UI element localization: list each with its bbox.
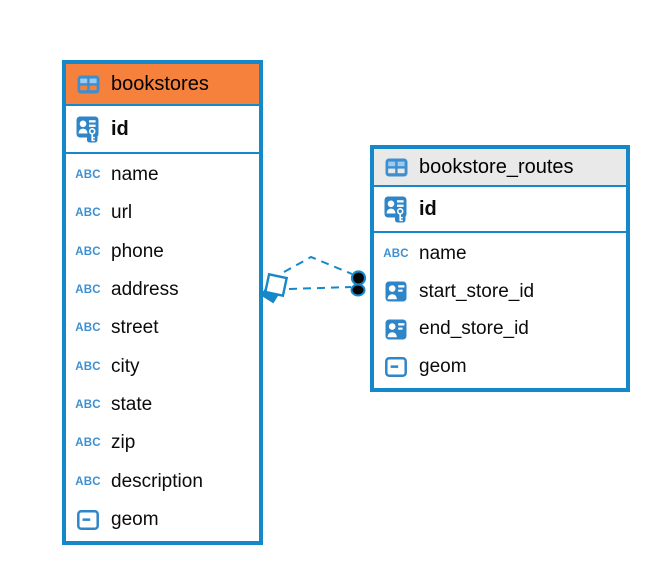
column-row-id[interactable]: id — [66, 106, 259, 154]
table-name: bookstore_routes — [419, 155, 574, 178]
column-label: phone — [111, 240, 164, 262]
relationship-line[interactable] — [260, 255, 367, 304]
column-label: zip — [111, 432, 136, 454]
column-row-end-store-id[interactable]: end_store_id — [374, 311, 626, 349]
text-type-icon: ABC — [75, 245, 101, 258]
text-type-icon: ABC — [75, 207, 101, 220]
column-row-geom[interactable]: geom — [66, 501, 259, 539]
primary-key-icon — [75, 116, 101, 143]
column-label: start_store_id — [419, 280, 535, 302]
column-label: address — [111, 279, 179, 301]
column-list: ABC name start_store_id — [374, 233, 626, 388]
text-type-icon: ABC — [383, 247, 409, 260]
text-type-icon: ABC — [75, 169, 101, 182]
column-row-name[interactable]: ABC name — [66, 156, 259, 194]
column-row-geom[interactable]: geom — [374, 348, 626, 386]
table-bookstore-routes-header[interactable]: bookstore_routes — [374, 149, 626, 187]
text-type-icon: ABC — [75, 437, 101, 450]
column-label: end_store_id — [419, 318, 529, 340]
column-row-name[interactable]: ABC name — [374, 235, 626, 273]
column-list: ABC name ABC url ABC phone ABC address A… — [66, 154, 259, 541]
foreign-key-icon — [383, 281, 409, 302]
column-row-zip[interactable]: ABC zip — [66, 424, 259, 462]
foreign-key-icon — [383, 319, 409, 340]
table-bookstores-header[interactable]: bookstores — [66, 64, 259, 106]
column-label: state — [111, 393, 153, 415]
column-label: description — [111, 470, 203, 492]
table-bookstores[interactable]: bookstores id A — [62, 60, 263, 545]
table-bookstore-routes[interactable]: bookstore_routes id — [370, 145, 630, 392]
column-row-url[interactable]: ABC url — [66, 194, 259, 232]
column-row-state[interactable]: ABC state — [66, 386, 259, 424]
relationship-dot-marker — [350, 270, 367, 297]
column-row-street[interactable]: ABC street — [66, 309, 259, 347]
primary-key-icon — [383, 196, 409, 223]
column-label: geom — [419, 356, 467, 378]
geometry-icon — [75, 509, 101, 530]
column-row-description[interactable]: ABC description — [66, 462, 259, 500]
table-name: bookstores — [111, 72, 209, 95]
column-label: name — [111, 164, 159, 186]
column-label: street — [111, 317, 159, 339]
column-row-id[interactable]: id — [374, 187, 626, 233]
column-row-start-store-id[interactable]: start_store_id — [374, 273, 626, 311]
text-type-icon: ABC — [75, 360, 101, 373]
column-row-address[interactable]: ABC address — [66, 271, 259, 309]
column-label: id — [419, 197, 437, 220]
column-label: geom — [111, 508, 159, 530]
text-type-icon: ABC — [75, 398, 101, 411]
relationship-diamond-marker — [260, 272, 289, 304]
column-label: city — [111, 355, 140, 377]
table-icon — [75, 75, 101, 94]
text-type-icon: ABC — [75, 475, 101, 488]
geometry-icon — [383, 357, 409, 378]
text-type-icon: ABC — [75, 284, 101, 297]
column-label: id — [111, 117, 129, 140]
table-icon — [383, 158, 409, 177]
text-type-icon: ABC — [75, 322, 101, 335]
column-label: name — [419, 242, 467, 264]
column-label: url — [111, 202, 133, 224]
column-row-phone[interactable]: ABC phone — [66, 233, 259, 271]
column-row-city[interactable]: ABC city — [66, 347, 259, 385]
